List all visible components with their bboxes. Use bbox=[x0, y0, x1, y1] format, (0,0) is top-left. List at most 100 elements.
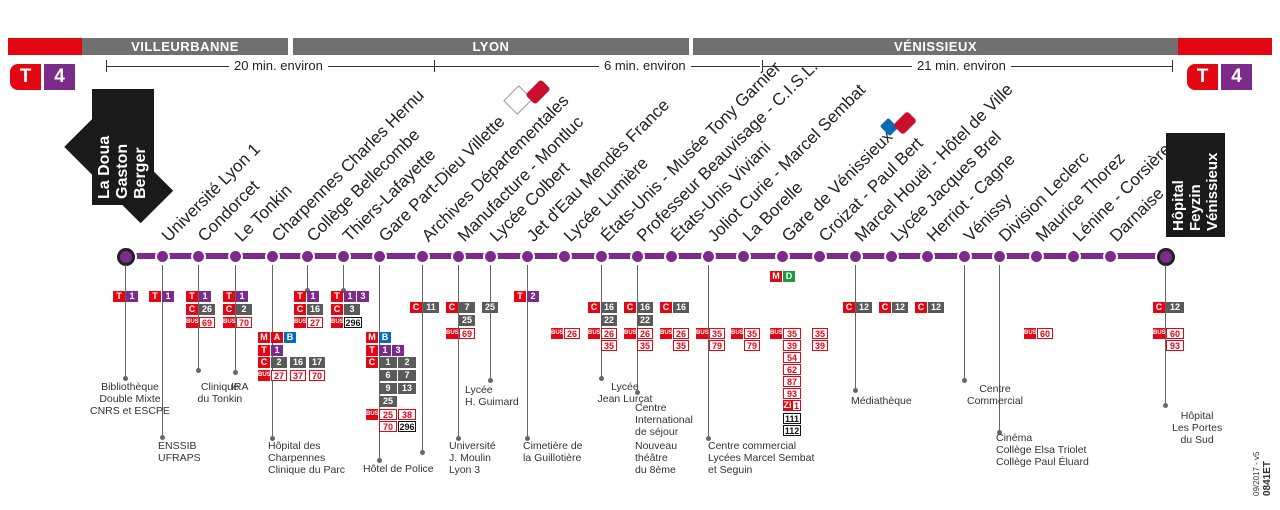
terminus-end-text: Hôpital Feyzin Vénissieux bbox=[1166, 133, 1225, 237]
connection-archives-0: C bbox=[410, 302, 422, 313]
poi-etatsunis: Lycée Jean Lurçat bbox=[597, 381, 653, 405]
station-stop-1[interactable] bbox=[191, 249, 206, 264]
station-stop-16[interactable] bbox=[736, 249, 751, 264]
connector-pin-doua bbox=[123, 376, 128, 381]
connection-herriot-1: 12 bbox=[928, 302, 944, 313]
connection-garevenissieux-4: 39 bbox=[783, 340, 801, 351]
station-stop-9[interactable] bbox=[483, 249, 498, 264]
station-stop-6[interactable] bbox=[372, 249, 387, 264]
connection-charpennes-1: A bbox=[271, 332, 283, 343]
station-stop-2[interactable] bbox=[228, 249, 243, 264]
connection-partdieu-8: 6 bbox=[379, 370, 397, 381]
poi-doua: Bibliothèque Double Mixte CNRS et ESCPE bbox=[90, 381, 170, 417]
connector-division bbox=[999, 265, 1000, 432]
connection-tonkin-1: 1 bbox=[236, 291, 248, 302]
connection-houel-1: 12 bbox=[856, 302, 872, 313]
poi-viviani: Centre commercial Lycées Marcel Sembat e… bbox=[708, 440, 815, 476]
connector-hopital bbox=[1165, 265, 1166, 405]
connection-partdieu-15: 38 bbox=[398, 409, 416, 420]
connection-bellecombe-4: BUS bbox=[294, 317, 307, 328]
connection-colbert-0: 25 bbox=[482, 302, 498, 313]
connection-beauvisage-3: BUS bbox=[624, 328, 637, 339]
station-stop-15[interactable] bbox=[701, 249, 716, 264]
connection-partdieu-16: 70 bbox=[379, 421, 397, 432]
connector-pin-etatsunis bbox=[599, 376, 604, 381]
connection-charpennes-10: 27 bbox=[271, 370, 287, 381]
connector-pin-venissy bbox=[962, 378, 967, 383]
station-stop-24[interactable] bbox=[1029, 249, 1044, 264]
station-stop-12[interactable] bbox=[594, 249, 609, 264]
connector-colbert bbox=[490, 265, 491, 380]
connector-pin-hopital bbox=[1163, 403, 1168, 408]
connection-condorcet-5: 69 bbox=[199, 317, 215, 328]
connector-condorcet bbox=[198, 265, 199, 370]
connection-etatsunis-4: 26 bbox=[601, 328, 617, 339]
connector-univ bbox=[162, 265, 163, 437]
station-stop-18[interactable] bbox=[812, 249, 827, 264]
connection-etatsunis-3: BUS bbox=[588, 328, 601, 339]
connector-archives bbox=[422, 265, 423, 452]
connection-tonkin-2: C bbox=[223, 304, 235, 315]
connection-etatsunis-5: 35 bbox=[601, 340, 617, 351]
duration-3: 21 min. environ bbox=[762, 58, 1174, 74]
connection-thorez-1: 60 bbox=[1037, 328, 1053, 339]
station-stop-7[interactable] bbox=[415, 249, 430, 264]
connection-charpennes-7: 16 bbox=[290, 357, 306, 368]
station-stop-23[interactable] bbox=[992, 249, 1007, 264]
connector-pin-thiers bbox=[341, 288, 346, 293]
terminus-end-stop[interactable] bbox=[1157, 248, 1175, 266]
terminus-start-stop[interactable] bbox=[117, 248, 135, 266]
station-stop-26[interactable] bbox=[1103, 249, 1118, 264]
poi-colbert: Lycée H. Guimard bbox=[465, 384, 519, 408]
station-stop-20[interactable] bbox=[884, 249, 899, 264]
zone-villeurbanne: VILLEURBANNE bbox=[82, 38, 288, 55]
connection-beauvisage-4: 26 bbox=[637, 328, 653, 339]
connection-thiers-5: BUS bbox=[331, 317, 344, 328]
connection-charpennes-5: C bbox=[258, 357, 270, 368]
connector-pin-bellecombe bbox=[305, 288, 310, 293]
station-stop-8[interactable] bbox=[451, 249, 466, 264]
station-stop-4[interactable] bbox=[300, 249, 315, 264]
station-stop-19[interactable] bbox=[848, 249, 863, 264]
station-stop-3[interactable] bbox=[265, 249, 280, 264]
connector-pin-partdieu bbox=[377, 458, 382, 463]
station-stop-22[interactable] bbox=[957, 249, 972, 264]
connection-charpennes-12: 70 bbox=[309, 370, 325, 381]
connector-pin-croizat bbox=[853, 388, 858, 393]
terminus-start-line-2: Gaston Berger bbox=[114, 143, 149, 199]
rhonexpress-tag bbox=[503, 85, 533, 115]
connection-bellecombe-2: C bbox=[294, 304, 306, 315]
connection-partdieu-4: 3 bbox=[392, 345, 404, 356]
connection-bellecombe-1: 1 bbox=[307, 291, 319, 302]
connection-garevenissieux-1: D bbox=[783, 271, 795, 282]
station-stop-10[interactable] bbox=[520, 249, 535, 264]
station-stop-13[interactable] bbox=[630, 249, 645, 264]
poi-jetdeau: Cimetière de la Guillotière bbox=[523, 440, 583, 464]
station-stop-25[interactable] bbox=[1066, 249, 1081, 264]
duration-3-label: 21 min. environ bbox=[912, 58, 1011, 73]
connection-borelle-1: 35 bbox=[744, 328, 760, 339]
connection-partdieu-17: 296 bbox=[398, 421, 416, 432]
station-stop-11[interactable] bbox=[557, 249, 572, 264]
connection-archives-3: 7 bbox=[459, 302, 475, 313]
station-stop-14[interactable] bbox=[664, 249, 679, 264]
connection-univ-0: T bbox=[149, 291, 161, 302]
connection-charpennes-4: 1 bbox=[271, 345, 283, 356]
station-stop-0[interactable] bbox=[155, 249, 170, 264]
connection-garevenissieux-5: 54 bbox=[783, 352, 801, 363]
poi-condorcet: Clinique du Tonkin bbox=[197, 381, 243, 405]
station-stop-21[interactable] bbox=[920, 249, 935, 264]
zone-venissieux: VÉNISSIEUX bbox=[693, 38, 1178, 55]
duration-2: 6 min. environ bbox=[434, 58, 764, 74]
connection-partdieu-7: 2 bbox=[398, 357, 416, 368]
station-stop-5[interactable] bbox=[336, 249, 351, 264]
connection-beauvisage-0: C bbox=[624, 302, 636, 313]
connector-viviani bbox=[708, 265, 709, 438]
poi-croizat: Médiathèque bbox=[851, 395, 912, 407]
station-stop-17[interactable] bbox=[775, 249, 790, 264]
connection-viviani-2: BUS bbox=[660, 328, 673, 339]
connection-partdieu-1: B bbox=[379, 332, 391, 343]
header-red-left bbox=[8, 38, 82, 55]
connection-partdieu-13: BUS bbox=[366, 409, 379, 420]
connection-partdieu-6: 1 bbox=[379, 357, 397, 368]
